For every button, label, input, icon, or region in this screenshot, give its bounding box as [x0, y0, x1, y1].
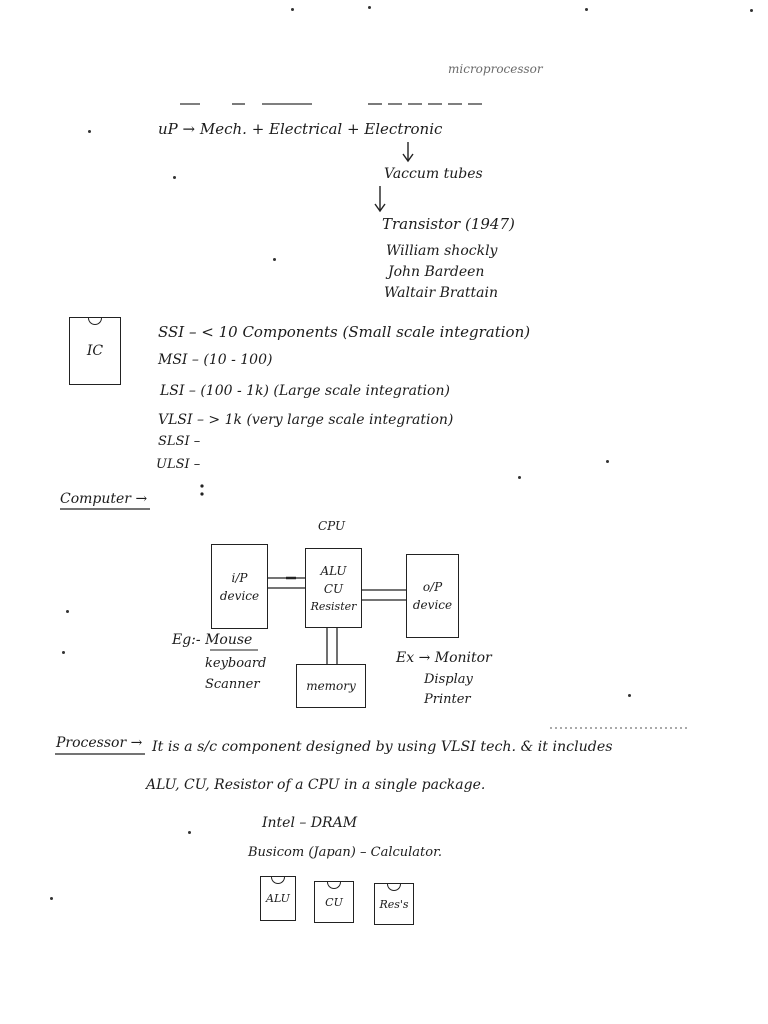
history-stage-vacuum: Vaccum tubes: [384, 166, 483, 182]
output-box-line-2: device: [412, 598, 453, 612]
computer-heading: Computer →: [60, 491, 148, 507]
processor-definition-line-1: It is a s/c component designed by using …: [152, 739, 613, 755]
scan-speck: [188, 831, 191, 834]
output-example-3: Printer: [424, 692, 471, 707]
history-line-1: uP → Mech. + Electrical + Electronic: [158, 120, 443, 138]
chip-cu-label: CU: [325, 895, 343, 909]
chip-alu-label: ALU: [266, 892, 290, 905]
inventor-2: John Bardeen: [388, 264, 485, 280]
scan-speck: [518, 476, 521, 479]
output-example-2: Display: [424, 672, 473, 687]
cpu-box-register: Resister: [310, 599, 357, 613]
scan-speck: [585, 8, 588, 11]
output-box-line-1: o/P: [422, 580, 443, 594]
level-vlsi: VLSI – > 1k (very large scale integratio…: [158, 412, 454, 428]
down-arrow-2: [374, 186, 386, 213]
input-example-1: Eg:- Mouse: [172, 632, 253, 648]
scan-speck: [62, 651, 65, 654]
input-example-3: Scanner: [205, 677, 260, 692]
busicom-note: Busicom (Japan) – Calculator.: [248, 845, 443, 860]
input-device-box: i/P device: [211, 544, 268, 629]
scan-speck: [750, 9, 753, 12]
cpu-box: ALU CU Resister: [305, 548, 362, 628]
cpu-box-cu: CU: [323, 581, 344, 596]
scan-speck: [628, 694, 631, 697]
scan-speck: [606, 460, 609, 463]
ic-chip-drawing: IC: [69, 317, 121, 385]
scan-speck: [173, 176, 176, 179]
scan-speck: [88, 130, 91, 133]
scan-speck: [66, 610, 69, 613]
cpu-caption: CPU: [318, 519, 346, 533]
scan-speck: [368, 6, 371, 9]
chip-res-label: Res's: [379, 897, 409, 911]
level-msi: MSI – (10 - 100): [158, 352, 273, 368]
inventor-1: William shockly: [386, 243, 498, 259]
header-topic: microprocessor: [448, 62, 543, 76]
input-box-line-1: i/P: [231, 570, 248, 585]
history-stage-transistor: Transistor (1947): [382, 215, 515, 233]
input-box-line-2: device: [219, 588, 260, 603]
scan-speck: [273, 258, 276, 261]
input-example-2: keyboard: [205, 656, 267, 671]
cpu-box-alu: ALU: [320, 563, 347, 578]
output-device-box: o/P device: [406, 554, 459, 638]
memory-box: memory: [296, 664, 366, 708]
inventor-3: Waltair Brattain: [384, 285, 499, 301]
level-slsi: SLSI –: [158, 434, 201, 449]
intel-note: Intel – DRAM: [262, 815, 358, 831]
level-lsi: LSI – (100 - 1k) (Large scale integratio…: [160, 383, 450, 399]
level-ssi: SSI – < 10 Components (Small scale integ…: [158, 323, 531, 341]
processor-heading: Processor →: [56, 735, 143, 751]
level-ulsi: ULSI –: [156, 457, 201, 472]
down-arrow-1: [402, 142, 414, 163]
scan-speck: [291, 8, 294, 11]
ic-label: IC: [86, 343, 104, 359]
memory-label: memory: [306, 679, 356, 693]
output-example-1: Ex → Monitor: [396, 650, 492, 666]
processor-definition-line-2: ALU, CU, Resistor of a CPU in a single p…: [146, 777, 486, 793]
scan-speck: [50, 897, 53, 900]
